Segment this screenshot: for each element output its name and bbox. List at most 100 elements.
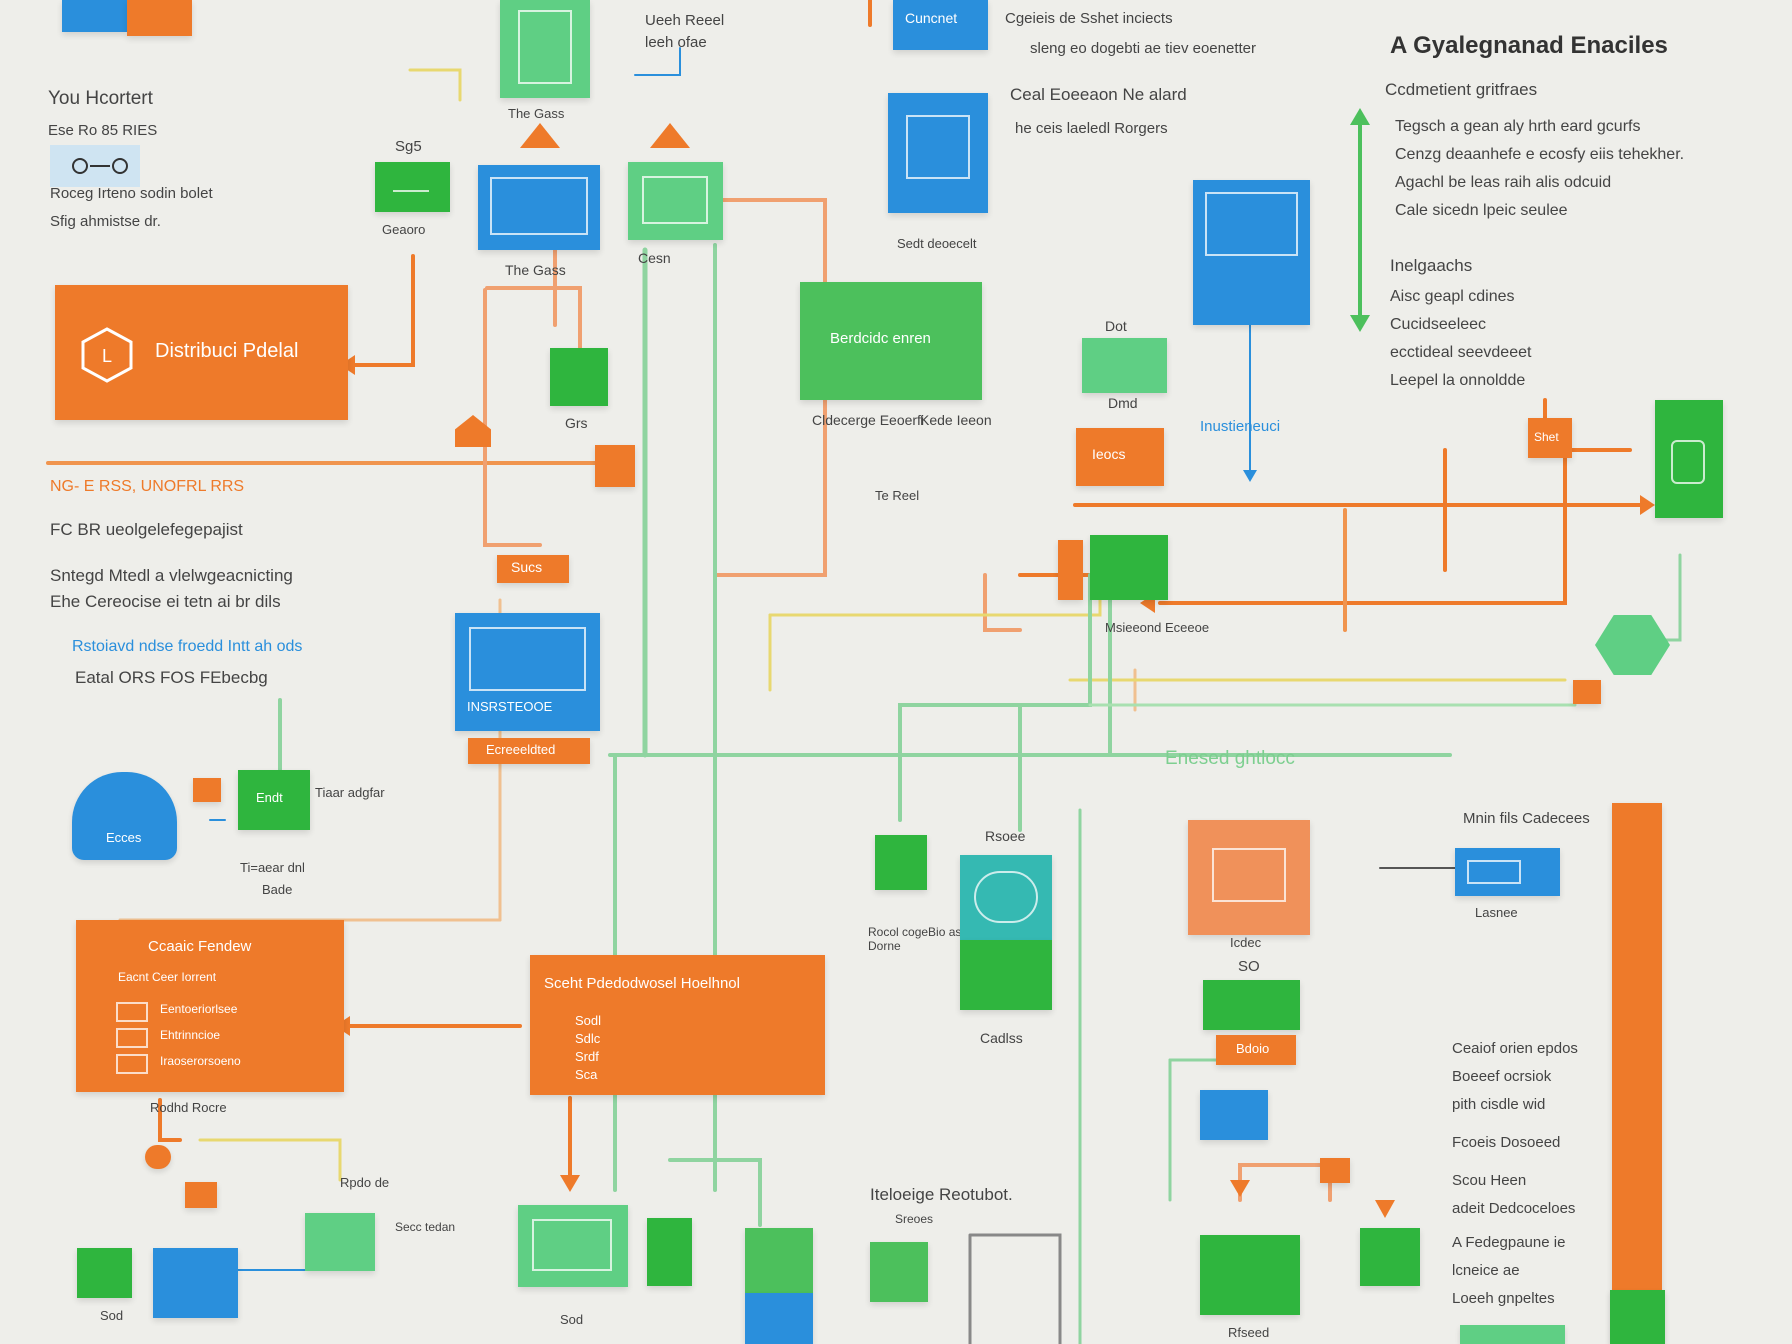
rcocl-label: Rocol cogeBio asle Dorne — [868, 925, 971, 953]
bottom-green-2[interactable] — [305, 1213, 375, 1271]
orange-small-right[interactable]: Shet — [1528, 418, 1572, 458]
rsoee-label: Rsoee — [985, 828, 1026, 844]
left-bottom-note: Rodhd Rocre — [150, 1100, 227, 1115]
central-sub-label: Sedt deoecelt — [897, 236, 977, 251]
blue-small-node[interactable] — [1200, 1090, 1268, 1140]
cloud-green-node[interactable]: Endt — [238, 770, 310, 830]
intel-list-item: Aisc geapl cdines — [1390, 288, 1515, 305]
small-green-node[interactable] — [375, 162, 450, 212]
top-blue-label: Cuncnet — [905, 10, 958, 26]
top-note-4: he ceis laeledl Rorgers — [1015, 120, 1168, 137]
orange-side-tab[interactable] — [1058, 540, 1083, 600]
row-icon — [116, 1054, 148, 1074]
distributed-node[interactable]: L Distribuci Pdelal — [55, 285, 348, 420]
green-tall-right[interactable] — [1655, 400, 1723, 518]
green-hexagon-node[interactable] — [1595, 615, 1670, 675]
bottom-green-9[interactable] — [1460, 1325, 1565, 1344]
right-note: A Fedegpaune ie — [1452, 1234, 1566, 1251]
right-note: Boeeef ocrsiok — [1452, 1068, 1552, 1085]
top-center-label: Ueeh Reeel — [645, 12, 725, 29]
bottom-right-label: Rfseed — [1228, 1325, 1270, 1340]
blue-monitor-node[interactable] — [478, 165, 600, 250]
right-tall-orange[interactable] — [1612, 803, 1662, 1344]
dot-label: Dot — [1105, 318, 1127, 334]
bottom-left-row: Ehtrinncioe — [160, 1028, 221, 1042]
bottom-left-row: Eentoeriorlsee — [160, 1002, 238, 1016]
top-blue-node[interactable]: Cuncnet — [893, 0, 988, 50]
intel-list: Aisc geapl cdines Cucidseeleec ecctideal… — [1390, 288, 1531, 400]
orange-mid-node[interactable]: Ieocs — [1076, 428, 1164, 486]
right-note: pith cisdle wid — [1452, 1096, 1546, 1113]
the-reel-label: Te Reel — [875, 488, 920, 503]
cesn-label: Cesn — [638, 250, 671, 266]
distributed-label: Distribuci Pdelal — [155, 340, 299, 362]
corner-blue-box[interactable] — [62, 0, 127, 32]
orange-step-label: Bdoio — [1236, 1041, 1270, 1056]
top-note-1: Cgeieis de Sshet inciects — [1005, 10, 1173, 27]
hexagon-icon: L — [81, 327, 133, 383]
bottom-orange-small[interactable] — [1320, 1158, 1350, 1183]
bottom-green-3[interactable] — [518, 1205, 628, 1287]
monitor-caption: INSRSTEOOE — [467, 699, 553, 714]
orange-step-tag[interactable]: Bdoio — [1216, 1035, 1296, 1065]
blue-right-tag[interactable] — [1455, 848, 1560, 896]
sg5-label: Sg5 — [395, 138, 422, 155]
green-device-lower[interactable] — [960, 940, 1052, 1010]
cloud-node[interactable]: Ecces — [72, 772, 177, 860]
green-cube-small[interactable] — [550, 348, 608, 406]
central-green-node[interactable]: Berdcidc enren — [800, 282, 982, 400]
bottom-green-1[interactable] — [77, 1248, 132, 1298]
left-list-last: Eatal ORS FOS FEbecbg — [75, 668, 268, 687]
bottom-orange-dot-1[interactable] — [145, 1145, 171, 1169]
main-fs-label: Mnin fils Cadecees — [1463, 810, 1590, 827]
bottom-center-row: Srdf — [575, 1049, 599, 1064]
bottom-orange-dot-2[interactable] — [185, 1182, 217, 1208]
lasnee-label: Lasnee — [1475, 905, 1518, 920]
orange-camera-node[interactable] — [1188, 820, 1310, 935]
orange-dot-right[interactable] — [1573, 680, 1601, 704]
icdec-label: Icdec — [1230, 935, 1262, 950]
bottom-blue-2[interactable] — [745, 1293, 813, 1344]
green-square-mid[interactable] — [875, 835, 927, 890]
right-note: Fcoeis Dosoeed — [1452, 1134, 1561, 1151]
teal-device-node[interactable] — [960, 855, 1052, 940]
monitor-badge[interactable]: Ecreeeldted — [468, 738, 590, 764]
top-green-device[interactable] — [500, 0, 590, 98]
corner-orange-box[interactable] — [127, 0, 192, 36]
bottom-green-6[interactable] — [870, 1242, 928, 1302]
svg-text:L: L — [102, 346, 112, 366]
bottom-center-row: Sodl — [575, 1013, 602, 1028]
intel-list-item: Cucidseeleec — [1390, 316, 1487, 333]
orange-mid-label: Ieocs — [1092, 446, 1126, 462]
bottom-green-5[interactable] — [745, 1228, 813, 1293]
left-list-item: FC BR ueolgelefegepajist — [50, 520, 243, 539]
lower-left-b: Ti=aear dnl — [240, 860, 305, 875]
bottom-green-8[interactable] — [1360, 1228, 1420, 1286]
blue-monitor-large[interactable]: INSRSTEOOE — [455, 613, 600, 731]
green-step-node[interactable] — [1203, 980, 1300, 1030]
top-right-list-item: Agachl be leas raih alis odcuid — [1395, 174, 1612, 191]
green-device-2[interactable] — [628, 162, 723, 240]
key-icon — [50, 145, 140, 187]
bottom-green-10[interactable] — [1610, 1290, 1665, 1344]
bottom-green-7[interactable] — [1200, 1235, 1300, 1315]
orange-square-mid[interactable] — [595, 445, 635, 487]
bottom-left-sub: Eacnt Ceer Iorrent — [118, 970, 217, 984]
header-title: A Gyalegnanad Enaciles — [1390, 32, 1668, 59]
left-panel-line3: Sfig ahmistse dr. — [50, 213, 161, 230]
green-small-right[interactable] — [1082, 338, 1167, 393]
bottom-left-title: Ccaaic Fendew — [148, 938, 252, 955]
green-center-node[interactable] — [1090, 535, 1168, 600]
blue-reader-node[interactable] — [1193, 180, 1310, 325]
bottom-green-4[interactable] — [647, 1218, 692, 1286]
small-orange-cube[interactable] — [193, 778, 221, 802]
bottom-blue-1[interactable] — [153, 1248, 238, 1318]
orange-small-tag[interactable]: Sucs — [497, 555, 569, 583]
dmd-label: Dmd — [1108, 395, 1138, 411]
msieond-label: Msieeond Eceeoe — [1105, 620, 1210, 635]
bottom-left-row: Iraoserorsoeno — [160, 1054, 241, 1068]
bottom-left-panel[interactable]: Ccaaic Fendew Eacnt Ceer Iorrent Eentoer… — [76, 920, 344, 1092]
bottom-center-panel[interactable]: Sceht Pdedodwosel Hoelhnol Sodl Sdlc Srd… — [530, 955, 825, 1095]
left-panel-title: You Hcortert — [48, 88, 153, 109]
blue-tablet-node[interactable] — [888, 93, 988, 213]
